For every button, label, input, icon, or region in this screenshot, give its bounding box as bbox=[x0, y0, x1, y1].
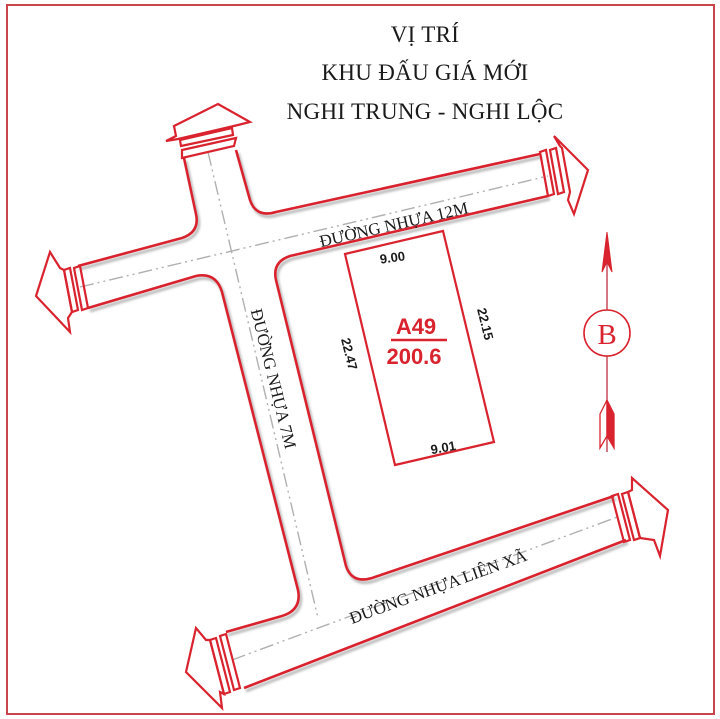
compass-arrow-head-icon bbox=[601, 231, 613, 273]
lot-edge-top: 9.00 bbox=[379, 248, 406, 266]
road-arrow-southwest bbox=[184, 625, 242, 712]
arrow-se-bar-1 bbox=[610, 492, 632, 544]
lot-edge-bottom: 9.01 bbox=[429, 438, 457, 457]
title-line-1: VỊ TRÍ bbox=[390, 22, 460, 47]
compass-north-arrow: B bbox=[583, 231, 631, 452]
compass-label: B bbox=[597, 319, 616, 351]
map-frame bbox=[6, 4, 715, 715]
arrow-sw-bar-1 bbox=[218, 632, 242, 692]
compass-circle bbox=[583, 309, 631, 357]
arrow-east-head bbox=[553, 135, 590, 218]
road-edge-ne bbox=[234, 149, 541, 215]
road-label-7m: ĐƯỜNG NHỰA 7M bbox=[247, 307, 300, 451]
lot-area: 200.6 bbox=[386, 344, 441, 369]
lot-edge-left: 22.47 bbox=[338, 336, 360, 371]
arrow-se-head bbox=[626, 475, 670, 561]
road-edge-se bbox=[274, 194, 615, 581]
lot-a49[interactable]: A49 200.6 9.00 9.01 22.47 22.15 bbox=[338, 229, 497, 467]
road-edge-s bbox=[243, 538, 627, 690]
arrow-west-head bbox=[34, 249, 74, 336]
compass-feather-left-icon bbox=[599, 399, 608, 451]
compass-feather-right-icon bbox=[606, 399, 615, 451]
lot-boundary bbox=[343, 229, 496, 467]
arrow-north-bar-1 bbox=[180, 136, 238, 160]
centerline-7m bbox=[207, 151, 319, 619]
arrow-west-bar-1 bbox=[72, 264, 90, 312]
road-arrow-east bbox=[538, 135, 590, 218]
title-line-2: KHU ĐẤU GIÁ MỚI bbox=[321, 60, 529, 85]
centerline-12m bbox=[79, 175, 549, 288]
arrow-north-bar-2 bbox=[178, 126, 235, 148]
road-centerlines bbox=[79, 151, 621, 661]
road-arrow-east-lower bbox=[610, 475, 670, 561]
road-arrow-west bbox=[34, 249, 90, 336]
arrow-north-head bbox=[165, 102, 253, 143]
title-line-3: NGHI TRUNG - NGHI LỘC bbox=[286, 99, 564, 124]
lot-id: A49 bbox=[396, 314, 436, 339]
road-arrow-north bbox=[165, 102, 253, 160]
arrow-east-bar-1 bbox=[538, 148, 556, 198]
road-network bbox=[77, 149, 627, 690]
road-edge-nw bbox=[77, 157, 198, 268]
arrow-east-bar-2 bbox=[548, 146, 566, 196]
arrow-sw-head bbox=[184, 625, 226, 712]
road-edge-sw bbox=[87, 274, 300, 634]
lot-edge-right: 22.15 bbox=[474, 306, 496, 341]
centerline-lien-xa bbox=[231, 515, 621, 661]
